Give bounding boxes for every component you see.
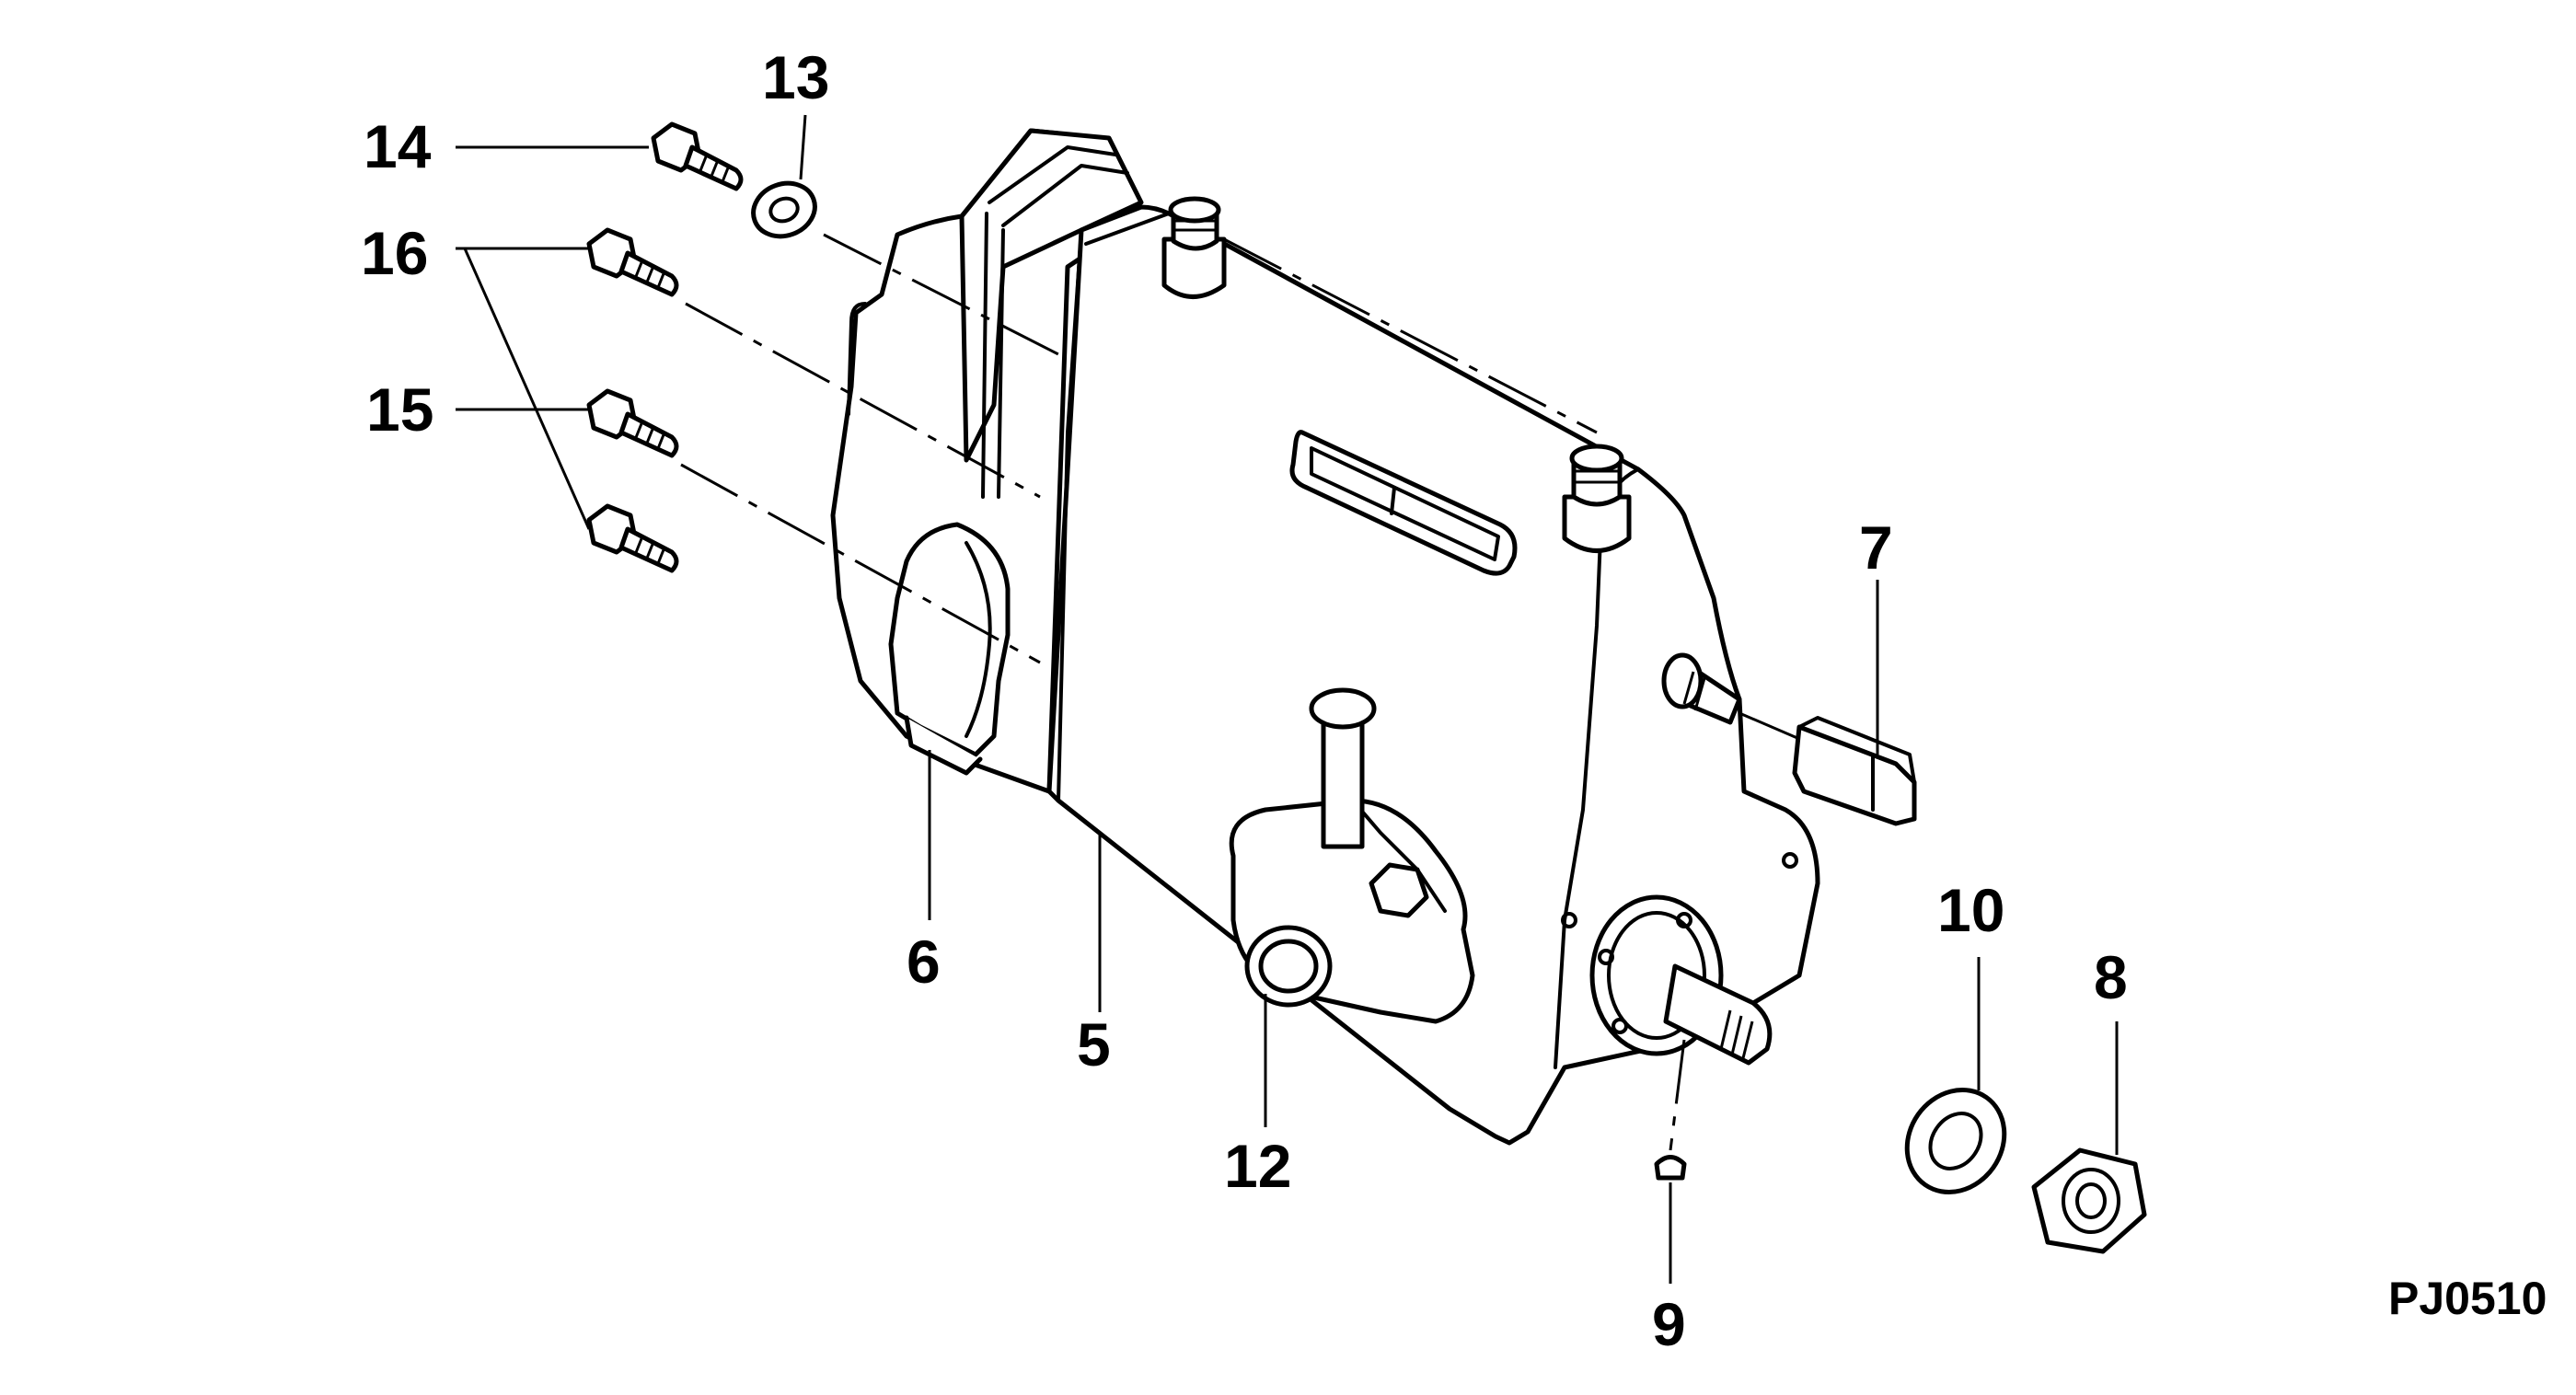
washer-part-13 [751,180,817,239]
callout-10: 10 [1937,876,2004,944]
callout-16: 16 [361,219,428,287]
nut-part-8 [2031,1147,2147,1254]
callout-12: 12 [1224,1132,1291,1200]
leader-lines [456,114,2119,1284]
figure-code: PJ0510 [2388,1273,2547,1324]
bolt-part-15 [586,388,679,458]
callout-14: 14 [364,112,432,180]
spring-washer-part-10 [1904,1088,2007,1194]
callout-9: 9 [1652,1290,1686,1358]
callout-8: 8 [2094,943,2128,1011]
callout-5: 5 [1077,1010,1111,1078]
callout-7: 7 [1859,513,1893,582]
bolt-part-14 [651,121,744,191]
callout-13: 13 [762,43,829,111]
bolt-part-16-lower [586,503,679,573]
bolt-part-16 [586,227,679,297]
phantom-assembly-lines [680,233,1805,1151]
woodruff-key-part-9 [1654,1155,1687,1181]
plug-part-7 [1661,652,1917,826]
callout-6: 6 [907,928,941,996]
drive-shaft-flange [1561,852,1798,1066]
delivery-valve-fittings [1161,196,1632,553]
governor-side-cover [888,522,1011,776]
callout-15: 15 [366,375,433,444]
hand-priming-boss [1229,687,1475,1024]
